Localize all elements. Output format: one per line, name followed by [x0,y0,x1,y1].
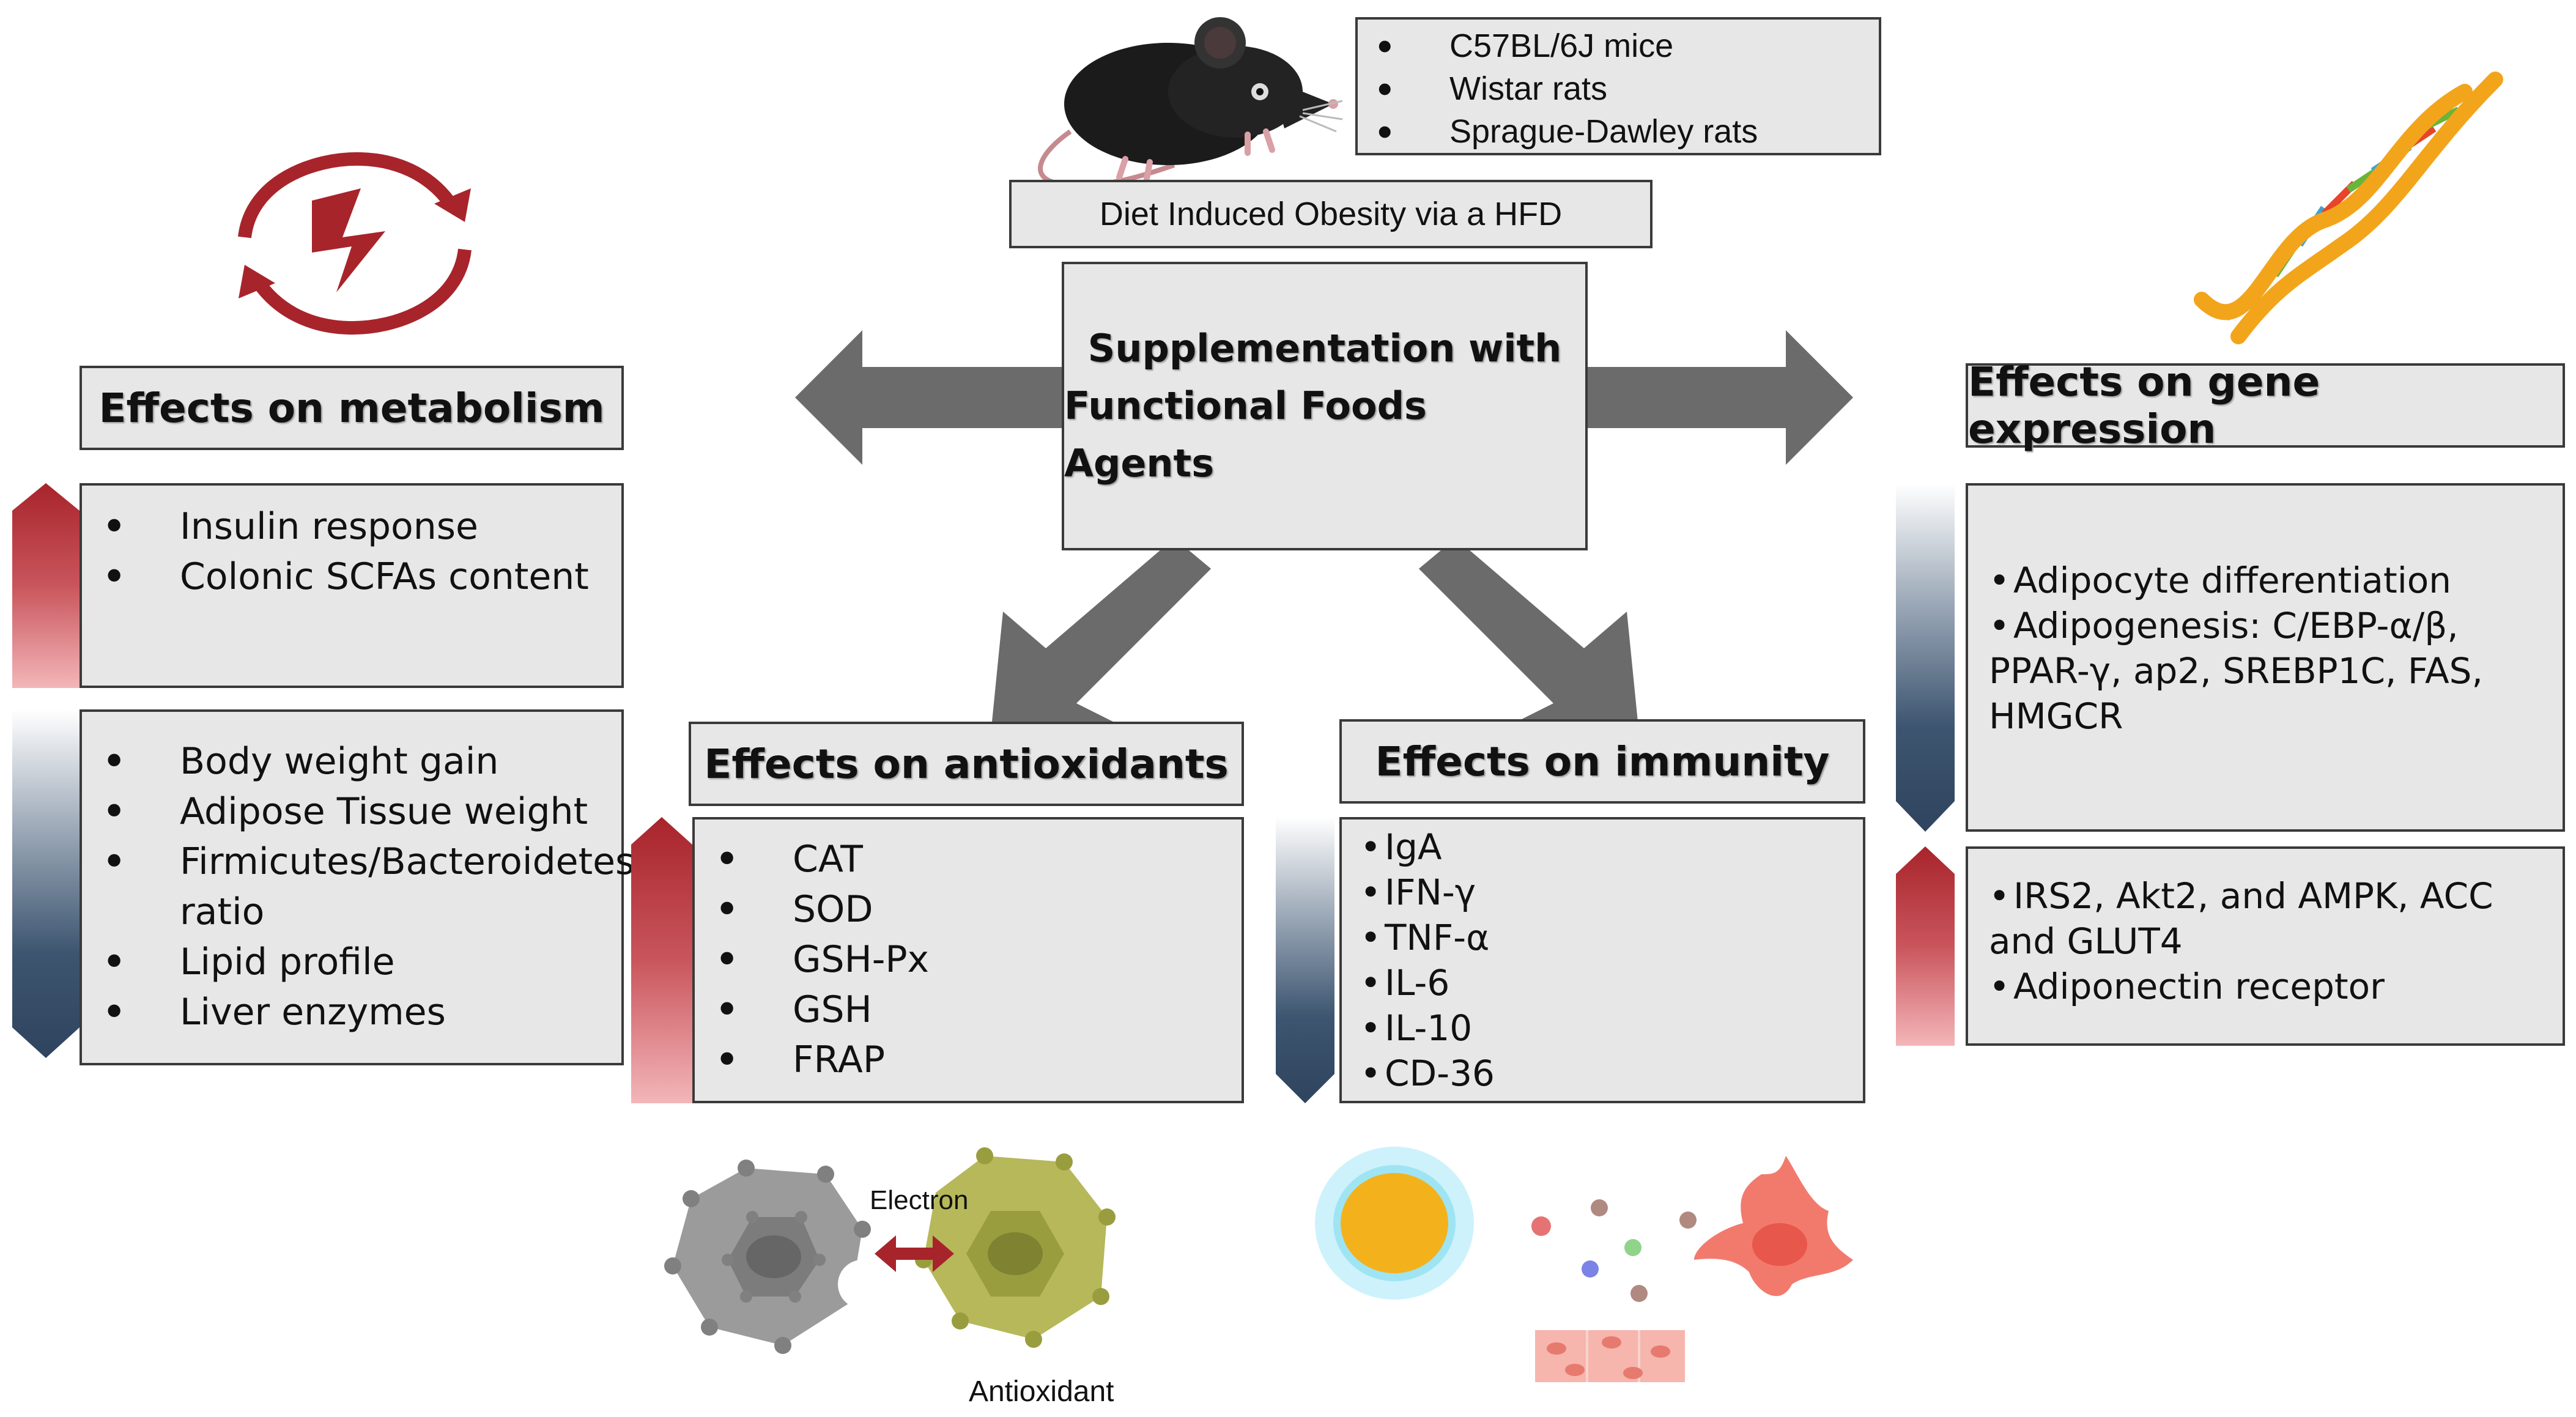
list-item-continued: ratio [180,890,265,933]
animal-models-box: C57BL/6J mice Wistar rats Sprague-Dawley… [1355,17,1881,155]
gene-up-box: IRS2, Akt2, and AMPK, ACC and GLUT4 Adip… [1966,846,2565,1046]
electron-transfer-icon [664,1147,1116,1354]
diet-label-box: Diet Induced Obesity via a HFD [1009,180,1653,248]
list-item: Adipose Tissue weight [82,786,621,837]
diet-label: Diet Induced Obesity via a HFD [1099,196,1563,232]
animal-models-list: C57BL/6J mice Wistar rats Sprague-Dawley… [1358,24,1879,153]
list-item: Colonic SCFAs content [82,552,621,602]
immunity-down-box: IgA IFN-γ TNF-α IL-6 IL-10 CD-36 [1339,817,1865,1103]
down-arrow-icon [12,709,80,1058]
list-item: Adipocyte differentiation [1989,558,2563,603]
antioxidants-title: Effects on antioxidants [689,722,1244,806]
gene-down-box: Adipocyte differentiation Adipogenesis: … [1966,483,2565,832]
center-box: Supplementation with Functional Foods Ag… [1062,262,1588,550]
list-item: Wistar rats [1358,67,1879,110]
metabolism-title: Effects on metabolism [80,366,624,450]
immune-cells-icon [1315,1147,1853,1382]
list-item: CD-36 [1360,1051,1863,1096]
immunity-title: Effects on immunity [1339,719,1865,804]
metabolism-up-box: Insulin response Colonic SCFAs content [80,483,624,688]
list-item-continued: and GLUT4 [1989,920,2183,962]
up-arrow-icon [631,817,692,1103]
list-item: Lipid profile [82,937,621,987]
list-item: GSH [695,985,1242,1035]
list-item: Insulin response [82,501,621,552]
list-item: IgA [1360,824,1863,870]
list-item: SOD [695,884,1242,934]
list-item: IL-10 [1360,1005,1863,1051]
list-item: IRS2, Akt2, and AMPK, ACC [1989,873,2563,919]
list-item: GSH-Px [695,934,1242,985]
dna-icon [2194,72,2503,344]
electron-label: Electron [870,1185,969,1215]
list-item: IL-6 [1360,960,1863,1005]
list-item: TNF-α [1360,915,1863,960]
antioxidants-up-box: CAT SOD GSH-Px GSH FRAP [692,817,1244,1103]
list-item-continued: HMGCR [1989,695,2123,737]
list-item: Firmicutes/Bacteroidetes [82,837,634,887]
list-item: C57BL/6J mice [1358,24,1879,67]
mouse-icon [1038,17,1343,188]
list-item: Sprague-Dawley rats [1358,110,1879,153]
up-arrow-icon [1896,846,1955,1046]
center-title-line2: Functional Foods Agents [1064,383,1427,486]
down-arrow-icon [1896,483,1955,832]
list-item: Adiponectin receptor [1989,964,2563,1009]
antioxidant-label: Antioxidant [969,1375,1114,1408]
arrow-down-right-icon [1419,538,1639,734]
list-item: Adipogenesis: C/EBP-α/β, [1989,603,2563,648]
center-title-line1: Supplementation with [1087,326,1562,371]
list-item: CAT [695,834,1242,884]
metabolism-cycle-icon [238,152,472,335]
list-item-continued: PPAR-γ, ap2, SREBP1C, FAS, [1989,650,2483,692]
gene-expression-title: Effects on gene expression [1966,358,2565,453]
metabolism-down-box: Body weight gain Adipose Tissue weight F… [80,709,634,1065]
arrow-left-icon [795,330,1070,465]
list-item: Body weight gain [82,736,621,786]
list-item: Liver enzymes [82,987,621,1037]
up-arrow-icon [12,483,80,688]
down-arrow-icon [1276,817,1334,1103]
list-item: FRAP [695,1035,1242,1085]
arrow-down-left-icon [991,538,1211,734]
arrow-right-icon [1578,330,1853,465]
list-item: IFN-γ [1360,870,1863,915]
